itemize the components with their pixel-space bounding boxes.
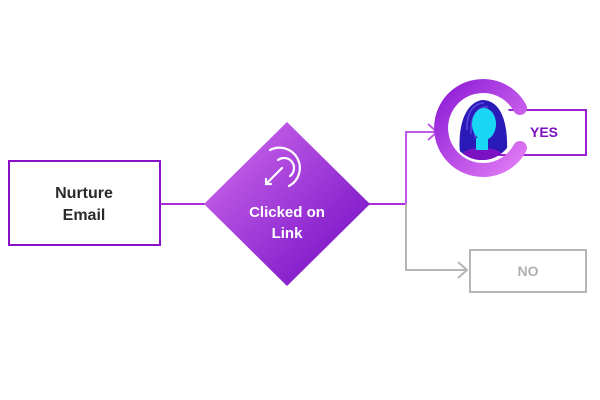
decision-label-line1: Clicked on [249, 204, 325, 221]
no-label: NO [518, 263, 539, 279]
person-avatar-icon [450, 96, 514, 160]
connector-yes-branch [405, 131, 436, 204]
nurture-email-line1: Nurture [55, 185, 113, 202]
no-outcome: NO [469, 249, 587, 293]
connector-no-branch [405, 204, 466, 271]
yes-label: YES [530, 124, 558, 140]
decision-diamond: Clicked on Link [204, 122, 370, 286]
decision-label-line2: Link [272, 225, 303, 242]
click-target-icon [264, 146, 301, 188]
nurture-email-box: Nurture Email [8, 160, 161, 246]
nurture-email-line2: Email [63, 207, 106, 224]
no-arrow-head [457, 261, 469, 279]
yes-outcome: YES [434, 79, 587, 177]
